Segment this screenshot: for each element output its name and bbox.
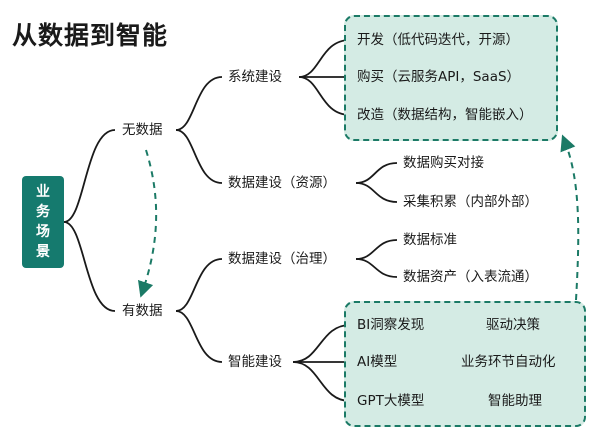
connector-system-item1 [298,39,351,78]
resource-item: 采集积累（内部外部） [403,194,538,210]
connector-resource-item1 [355,162,398,184]
node-intel-build: 智能建设 [228,354,282,370]
connector-nodata-resource [175,129,223,184]
connector-system-item3 [298,76,351,116]
root-business-scenario: 业 务 场 景 [22,176,64,268]
connector-intel-item3 [292,361,351,402]
intel-tech: BI洞察发现 [357,317,425,333]
arrow-nodata-to-hasdata [137,149,158,298]
connector-hasdata-intel [175,310,223,363]
intel-items-box [344,301,586,427]
intel-outcome: 业务环节自动化 [461,354,556,370]
govern-item: 数据标准 [403,232,457,248]
root-char: 场 [36,224,50,240]
root-char: 业 [36,184,50,200]
node-data-resource: 数据建设（资源） [228,175,336,191]
page-title: 从数据到智能 [12,21,169,50]
system-items-box [344,15,558,141]
intel-outcome: 驱动决策 [486,317,540,333]
node-system-build: 系统建设 [228,69,282,85]
node-has-data: 有数据 [122,303,163,319]
resource-item: 数据购买对接 [403,155,484,171]
connector-root-hasdata [63,221,116,312]
root-char: 务 [36,204,50,220]
connector-root-nodata [63,129,116,223]
govern-item: 数据资产（入表流通） [403,269,538,285]
connector-resource-item2 [355,182,398,203]
connector-intel-item1 [292,324,351,363]
connector-nodata-system [175,76,223,131]
node-data-govern: 数据建设（治理） [228,251,336,267]
connector-govern-item1 [355,239,398,260]
node-no-data: 无数据 [122,122,163,138]
connector-hasdata-govern [175,258,223,312]
system-item: 改造（数据结构，智能嵌入） [357,107,533,123]
intel-tech: GPT大模型 [357,393,425,409]
connector-govern-item2 [355,258,398,278]
root-char: 景 [36,244,50,260]
intel-tech: AI模型 [357,354,398,370]
system-item: 开发（低代码迭代，开源） [357,32,519,48]
system-item: 购买（云服务API，SaaS） [357,69,521,85]
intel-outcome: 智能助理 [488,393,542,409]
arrow-intel-to-system [560,134,580,301]
